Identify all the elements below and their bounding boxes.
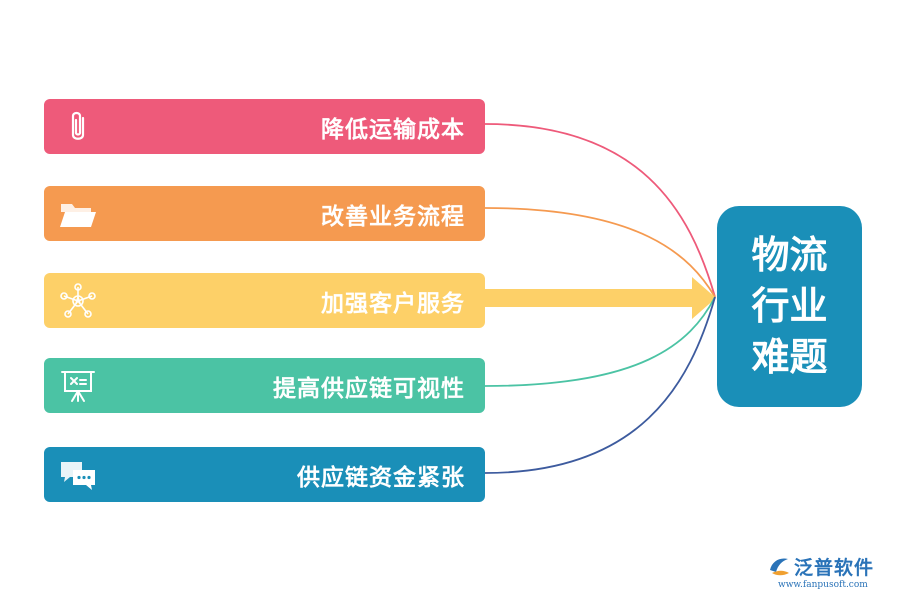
connector-line-1 bbox=[484, 123, 716, 298]
connector-arrow-3 bbox=[485, 277, 716, 319]
brand-watermark: 泛普软件 www.fanpusoft.com bbox=[768, 553, 894, 595]
network-icon bbox=[58, 281, 98, 321]
item-supply-chain-funding-shortage: 供应链资金紧张 bbox=[44, 447, 485, 502]
center-title: 物流行业难题 bbox=[751, 233, 828, 379]
item-reduce-transport-cost: 降低运输成本 bbox=[44, 99, 485, 154]
item-improve-supply-chain-visibility: 提高供应链可视性 bbox=[44, 358, 485, 413]
connector-line-5 bbox=[484, 296, 716, 474]
brand-logo-icon bbox=[770, 558, 789, 576]
item-label: 提高供应链可视性 bbox=[273, 375, 465, 402]
item-improve-business-process: 改善业务流程 bbox=[44, 186, 485, 241]
brand-url: www.fanpusoft.com bbox=[778, 580, 868, 590]
chat-bubbles-icon bbox=[58, 455, 98, 495]
presentation-board-icon bbox=[58, 366, 98, 406]
item-label: 加强客户服务 bbox=[321, 290, 465, 317]
center-topic-box: 物流行业难题 bbox=[717, 206, 862, 407]
item-label: 供应链资金紧张 bbox=[297, 464, 465, 491]
brand-name: 泛普软件 bbox=[794, 557, 875, 579]
paperclip-icon bbox=[58, 107, 98, 147]
connector-line-2 bbox=[484, 207, 716, 298]
item-label: 改善业务流程 bbox=[321, 203, 465, 230]
folder-icon bbox=[58, 194, 98, 234]
item-label: 降低运输成本 bbox=[321, 116, 465, 143]
item-strengthen-customer-service: 加强客户服务 bbox=[44, 273, 485, 328]
connector-line-4 bbox=[484, 296, 716, 387]
